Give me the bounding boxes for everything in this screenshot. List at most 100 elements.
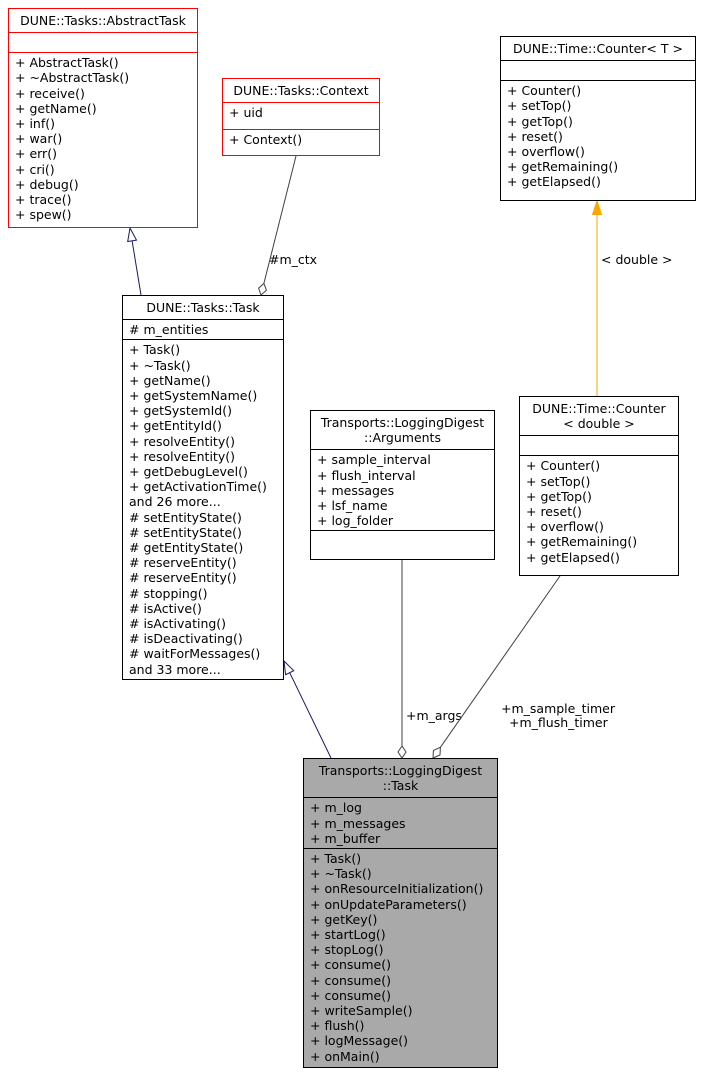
method: + onResourceInitialization() [310, 881, 484, 897]
method: + reset() [526, 504, 582, 520]
method: + overflow() [526, 519, 604, 535]
method: + spew() [15, 207, 72, 223]
method: + startLog() [310, 927, 386, 943]
method: + getTop() [507, 113, 573, 129]
method: + getElapsed() [507, 174, 601, 190]
method: + consume() [310, 957, 391, 973]
method: # reserveEntity() [129, 555, 237, 571]
class-methods-section: + Counter()+ setTop()+ getTop()+ reset()… [520, 455, 678, 575]
attribute: + uid [229, 105, 263, 121]
edge-label-template-param: < double > [601, 252, 673, 267]
attribute: # m_entities [129, 322, 209, 338]
class-attributes-section [501, 61, 695, 80]
method: + flush() [310, 1018, 365, 1034]
method: + reset() [507, 128, 563, 144]
class-box-arguments[interactable]: Transports::LoggingDigest::Arguments + s… [310, 410, 495, 560]
method: + getSystemName() [129, 388, 258, 404]
method: + Counter() [507, 83, 582, 99]
class-title-line: ::Arguments [364, 430, 441, 446]
class-methods-section: + Counter()+ setTop()+ getTop()+ reset()… [501, 80, 695, 200]
method: + cri() [15, 161, 55, 177]
edge-inheritance-loggingtask-to-task [283, 659, 332, 759]
inheritance-arrowhead-icon [283, 659, 295, 676]
method: + getRemaining() [507, 159, 619, 175]
method: + ~Task() [310, 866, 372, 882]
attribute: + lsf_name [317, 498, 388, 514]
method: # waitForMessages() [129, 646, 261, 662]
edge-aggregation-counterdouble-to-loggingtask: +m_sample_timer +m_flush_timer [432, 575, 616, 759]
method: + onMain() [310, 1048, 380, 1064]
class-title: DUNE::Tasks::AbstractTask [9, 9, 197, 34]
method: + getEntityId() [129, 418, 222, 434]
class-box-task[interactable]: DUNE::Tasks::Task # m_entities + Task()+… [122, 295, 284, 680]
method: + resolveEntity() [129, 448, 235, 464]
method: + debug() [15, 176, 79, 192]
class-title: DUNE::Tasks::Context [223, 79, 379, 104]
aggregation-diamond-icon [397, 745, 407, 759]
method: + getName() [15, 100, 97, 116]
method: + Counter() [526, 458, 601, 474]
attribute: + flush_interval [317, 467, 416, 483]
method: + logMessage() [310, 1033, 409, 1049]
method: + ~AbstractTask() [15, 70, 130, 86]
method: # setEntityState() [129, 524, 242, 540]
class-title-line: DUNE::Tasks::AbstractTask [20, 13, 186, 28]
class-title-line: DUNE::Tasks::Task [146, 300, 260, 315]
method: + receive() [15, 85, 85, 101]
class-attributes-section: + m_log+ m_messages+ m_buffer [304, 798, 497, 848]
class-box-counter-t[interactable]: DUNE::Time::Counter< T > + Counter()+ se… [500, 36, 696, 201]
method: and 26 more... [129, 494, 221, 510]
attribute: + m_messages [310, 815, 406, 831]
class-methods-section [311, 530, 494, 559]
class-methods-section: + Task()+ ~Task()+ onResourceInitializat… [304, 848, 497, 1067]
edge-inheritance-task-to-abstracttask [127, 226, 142, 296]
method: # isActive() [129, 600, 202, 616]
method: + war() [15, 131, 63, 147]
class-box-logging-digest-task[interactable]: Transports::LoggingDigest::Task + m_log+… [303, 758, 498, 1068]
method: + consume() [310, 987, 391, 1003]
method: # isActivating() [129, 616, 227, 632]
class-methods-section: + Task()+ ~Task()+ getName()+ getSystemN… [123, 339, 283, 679]
edge-template-counterdouble-to-countert: < double > [591, 199, 673, 396]
method: + getSystemId() [129, 403, 232, 419]
class-title: DUNE::Tasks::Task [123, 296, 283, 321]
class-title-line: DUNE::Tasks::Context [233, 83, 369, 98]
aggregation-diamond-icon [432, 746, 441, 759]
method: + Context() [229, 131, 303, 147]
method: # setEntityState() [129, 509, 242, 525]
class-attributes-section: # m_entities [123, 320, 283, 339]
method: + getActivationTime() [129, 479, 267, 495]
class-attributes-section: + sample_interval+ flush_interval+ messa… [311, 450, 494, 530]
class-box-counter-double[interactable]: DUNE::Time::Counter< double > + Counter(… [519, 396, 679, 576]
method: + resolveEntity() [129, 433, 235, 449]
class-attributes-section: + uid [223, 103, 379, 128]
method: + writeSample() [310, 1003, 413, 1019]
attribute: + m_buffer [310, 830, 381, 846]
edge-label-m-ctx: #m_ctx [269, 252, 317, 267]
class-title-line: DUNE::Time::Counter [532, 401, 666, 416]
attribute: + log_folder [317, 513, 394, 529]
class-title: Transports::LoggingDigest::Task [304, 759, 497, 799]
edge-label-m-flush-timer: +m_flush_timer [509, 715, 609, 730]
method: + getName() [129, 372, 211, 388]
method: # reserveEntity() [129, 570, 237, 586]
template-arrowhead-icon [591, 199, 603, 215]
class-title-line: ::Task [382, 778, 419, 794]
class-title: DUNE::Time::Counter< double > [520, 397, 678, 437]
method: # stopping() [129, 585, 208, 601]
attribute: + m_log [310, 800, 362, 816]
class-methods-section: + Context() [223, 128, 379, 155]
class-box-context[interactable]: DUNE::Tasks::Context + uid + Context() [222, 78, 380, 156]
method: + setTop() [526, 473, 591, 489]
class-attributes-section [520, 436, 678, 455]
class-title-line: < double > [563, 416, 635, 432]
inheritance-arrowhead-icon [127, 226, 138, 243]
method: + trace() [15, 192, 72, 208]
class-title-line: DUNE::Time::Counter< T > [513, 41, 683, 56]
method: + getRemaining() [526, 534, 638, 550]
method: + err() [15, 146, 57, 162]
class-box-abstract-task[interactable]: DUNE::Tasks::AbstractTask + AbstractTask… [8, 8, 198, 228]
class-title: DUNE::Time::Counter< T > [501, 37, 695, 62]
method: + Task() [129, 342, 181, 358]
